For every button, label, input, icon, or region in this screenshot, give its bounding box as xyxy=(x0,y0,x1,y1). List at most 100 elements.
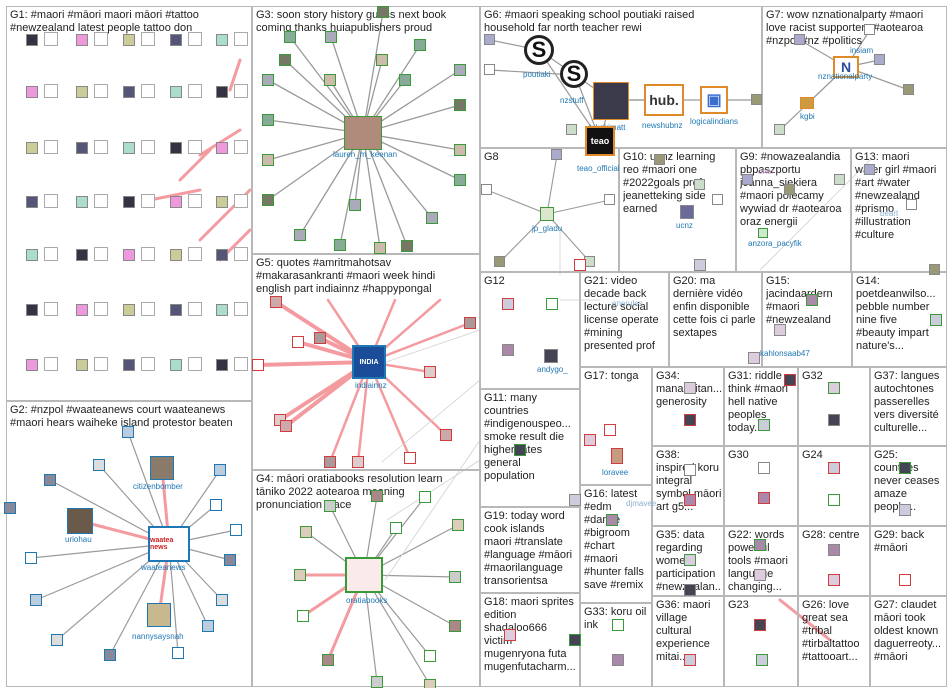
misc-node-a-16[interactable] xyxy=(742,174,753,185)
g1-node-3-2[interactable] xyxy=(123,196,135,208)
g2-node-2[interactable] xyxy=(224,554,236,566)
g5-node-0[interactable] xyxy=(270,296,282,308)
g1-node-0-0[interactable] xyxy=(26,34,38,46)
g1-node-1-2[interactable] xyxy=(123,86,135,98)
g1-circle-3-0[interactable] xyxy=(44,194,58,208)
g1-circle-0-2[interactable] xyxy=(141,32,155,46)
misc-node-a-10[interactable] xyxy=(494,256,505,267)
g5-node-8[interactable] xyxy=(440,429,452,441)
misc-node-b-30[interactable] xyxy=(684,654,696,666)
g3-node-17[interactable] xyxy=(262,74,274,86)
g3-node-4[interactable] xyxy=(414,39,426,51)
g1-circle-6-4[interactable] xyxy=(234,357,248,371)
g1-circle-6-0[interactable] xyxy=(44,357,58,371)
misc-node-a-22[interactable] xyxy=(929,264,940,275)
g4-node-6[interactable] xyxy=(449,620,461,632)
teao-logo[interactable]: teao xyxy=(585,126,615,156)
g2-node-12[interactable] xyxy=(122,426,134,438)
g3-node-5[interactable] xyxy=(454,64,466,76)
g1-node-1-0[interactable] xyxy=(26,86,38,98)
g1-node-2-1[interactable] xyxy=(76,142,88,154)
misc-node-b-6[interactable] xyxy=(604,424,616,436)
g3-node-9[interactable] xyxy=(426,212,438,224)
g2-node-4[interactable] xyxy=(202,620,214,632)
misc-node-a-19[interactable] xyxy=(834,174,845,185)
misc-node-b-24[interactable] xyxy=(754,619,766,631)
g1-circle-1-4[interactable] xyxy=(234,84,248,98)
misc-node-a-9[interactable] xyxy=(481,184,492,195)
misc-node-b-11[interactable] xyxy=(758,462,770,474)
misc-node-b-34[interactable] xyxy=(569,634,581,646)
g1-circle-4-1[interactable] xyxy=(94,247,108,261)
g4-node-3[interactable] xyxy=(371,676,383,688)
waateanews-logo[interactable]: waatea news xyxy=(148,526,190,562)
misc-node-b-4[interactable] xyxy=(514,444,526,456)
misc-node-a-7[interactable] xyxy=(774,124,785,135)
misc-node-b-27[interactable] xyxy=(684,494,696,506)
misc-node-b-32[interactable] xyxy=(612,654,624,666)
g3-node-11[interactable] xyxy=(374,242,386,254)
g1-circle-1-1[interactable] xyxy=(94,84,108,98)
g1-node-4-4[interactable] xyxy=(216,249,228,261)
g4-node-8[interactable] xyxy=(452,519,464,531)
indiainnz-logo[interactable]: INDIA xyxy=(352,345,386,379)
g1-node-3-3[interactable] xyxy=(170,196,182,208)
g3-node-3[interactable] xyxy=(376,54,388,66)
g3-node-10[interactable] xyxy=(401,240,413,252)
g1-circle-3-3[interactable] xyxy=(188,194,202,208)
misc-node-a-6[interactable] xyxy=(903,84,914,95)
nannysaysnah-avatar[interactable] xyxy=(147,603,171,627)
g1-node-2-4[interactable] xyxy=(216,142,228,154)
misc-node-b-7[interactable] xyxy=(606,514,618,526)
g3-node-13[interactable] xyxy=(294,229,306,241)
g1-node-2-3[interactable] xyxy=(170,142,182,154)
ucnz-avatar[interactable] xyxy=(680,205,694,219)
misc-node-b-21[interactable] xyxy=(899,574,911,586)
g4-node-10[interactable] xyxy=(371,490,383,502)
g5-node-7[interactable] xyxy=(424,366,436,378)
g1-circle-4-4[interactable] xyxy=(234,247,248,261)
g1-circle-6-3[interactable] xyxy=(188,357,202,371)
misc-node-a-2[interactable] xyxy=(751,94,762,105)
g1-node-5-0[interactable] xyxy=(26,304,38,316)
misc-node-b-19[interactable] xyxy=(899,462,911,474)
g1-node-2-0[interactable] xyxy=(26,142,38,154)
g3-node-2[interactable] xyxy=(377,6,389,18)
misc-node-a-0[interactable] xyxy=(484,34,495,45)
misc-node-b-16[interactable] xyxy=(828,494,840,506)
g1-node-6-1[interactable] xyxy=(76,359,88,371)
misc-node-b-26[interactable] xyxy=(684,464,696,476)
g1-node-6-2[interactable] xyxy=(123,359,135,371)
g1-node-0-2[interactable] xyxy=(123,34,135,46)
misc-node-b-13[interactable] xyxy=(828,382,840,394)
g1-node-1-1[interactable] xyxy=(76,86,88,98)
misc-node-b-36[interactable] xyxy=(574,259,586,271)
uriohau-avatar[interactable] xyxy=(67,508,93,534)
g5-node-6[interactable] xyxy=(464,317,476,329)
g2-node-11[interactable] xyxy=(93,459,105,471)
misc-node-a-15[interactable] xyxy=(694,179,705,190)
g4-node-13[interactable] xyxy=(390,522,402,534)
misc-node-a-12[interactable] xyxy=(551,149,562,160)
g3-node-7[interactable] xyxy=(454,144,466,156)
g2-node-1[interactable] xyxy=(210,499,222,511)
misc-node-b-22[interactable] xyxy=(754,539,766,551)
g1-node-5-3[interactable] xyxy=(170,304,182,316)
misc-node-a-3[interactable] xyxy=(566,124,577,135)
g4-node-7[interactable] xyxy=(449,571,461,583)
misc-node-a-8[interactable] xyxy=(874,54,885,65)
misc-node-b-28[interactable] xyxy=(684,554,696,566)
misc-node-b-31[interactable] xyxy=(612,619,624,631)
g1-circle-0-1[interactable] xyxy=(94,32,108,46)
misc-node-b-35[interactable] xyxy=(694,259,706,271)
misc-node-b-10[interactable] xyxy=(758,419,770,431)
kahlonsaab-avatar[interactable] xyxy=(748,352,760,364)
g1-circle-5-3[interactable] xyxy=(188,302,202,316)
g1-circle-0-3[interactable] xyxy=(188,32,202,46)
g1-circle-0-0[interactable] xyxy=(44,32,58,46)
g1-circle-2-0[interactable] xyxy=(44,140,58,154)
g1-node-5-2[interactable] xyxy=(123,304,135,316)
tukakimatt-avatar[interactable] xyxy=(593,82,629,120)
g1-circle-3-2[interactable] xyxy=(141,194,155,208)
g5-node-9[interactable] xyxy=(404,452,416,464)
